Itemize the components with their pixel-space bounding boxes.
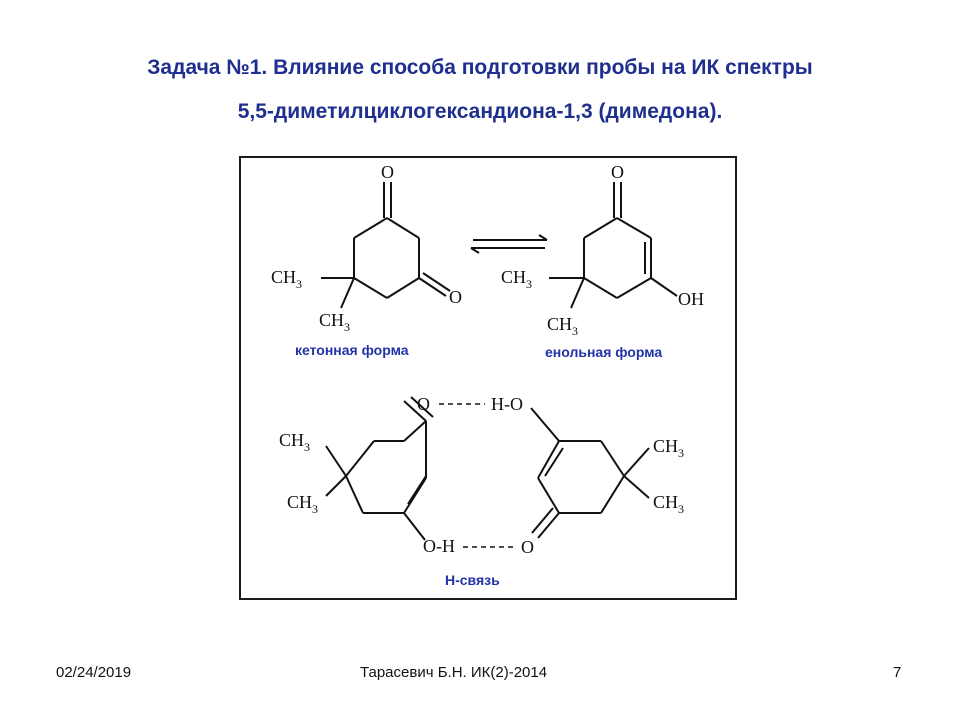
dimer-right-methyl-2-ch: CH	[653, 492, 678, 512]
dimer-left-hydroxyl: O-H	[423, 536, 455, 556]
footer-author: Тарасевич Б.Н. ИК(2)-2014	[360, 664, 548, 681]
enol-form-molecule: O OH CH3 CH3	[501, 162, 704, 338]
dimer-left-ring-2	[403, 420, 427, 442]
dimer-left-ring-4	[345, 475, 364, 514]
keto-ring-bond-1	[386, 217, 420, 239]
dimer-right-carbonyl-2	[531, 507, 554, 534]
hbond-caption: Н-связь	[445, 572, 500, 588]
dimer-left-carbonyl-1	[403, 400, 427, 422]
keto-methyl-1-ch: CH	[271, 267, 296, 287]
dimer-right-ring-3	[600, 475, 625, 514]
dimer-right-molecule: H-O O CH3 CH3	[491, 394, 684, 557]
dimer-right-methyl-2: CH3	[653, 492, 684, 516]
dimer-right-methyl-1-sub: 3	[678, 446, 684, 460]
enol-methyl-2-sub: 3	[572, 324, 578, 338]
keto-carbonyl-bond-right-2	[422, 272, 451, 292]
enol-ring-bond-1	[616, 217, 652, 239]
structure-diagram: O O CH3 CH3 кетонная форма	[271, 162, 704, 588]
dimer-left-oh-bond	[403, 512, 426, 541]
keto-methyl-1-sub: 3	[296, 277, 302, 291]
dimer-right-double-bond	[544, 447, 564, 477]
keto-form-caption: кетонная форма	[295, 342, 409, 358]
keto-methyl-label-2: CH3	[319, 310, 350, 334]
keto-ring-bond-3	[386, 277, 420, 299]
enol-ring-bond-4	[583, 277, 618, 299]
dimer-left-methyl-1-ch: CH	[279, 430, 304, 450]
keto-methyl-bond-2	[340, 277, 355, 309]
slide-title-line-2: 5,5-диметилциклогександиона-1,3 (димедон…	[237, 100, 723, 123]
keto-methyl-2-ch: CH	[319, 310, 344, 330]
dimer-left-methyl-bond-2	[325, 475, 347, 497]
slide-title-line-1: Задача №1. Влияние способа подготовки пр…	[147, 56, 813, 79]
dimer-left-double-bond	[407, 475, 427, 505]
dimer-right-methyl-1: CH3	[653, 436, 684, 460]
keto-ring-bond-6	[353, 217, 388, 239]
dimer-left-methyl-bond-1	[325, 445, 347, 477]
dimer-left-methyl-1: CH3	[279, 430, 310, 454]
enol-methyl-label-1: CH3	[501, 267, 532, 291]
keto-carbonyl-bond-right-1	[418, 277, 447, 297]
dimer-left-methyl-2-ch: CH	[287, 492, 312, 512]
dimer-right-oh-bond	[530, 407, 560, 442]
keto-methyl-2-sub: 3	[344, 320, 350, 334]
dimer-right-ring-2	[600, 440, 625, 477]
enol-methyl-bond-2	[570, 277, 585, 309]
dimer-left-methyl-2: CH3	[287, 492, 318, 516]
keto-form-molecule: O O CH3 CH3	[271, 162, 462, 334]
enol-methyl-2-ch: CH	[547, 314, 572, 334]
dimer-right-carbonyl-1	[537, 512, 560, 539]
enol-methyl-label-2: CH3	[547, 314, 578, 338]
keto-ring-bond-4	[353, 277, 388, 299]
enol-ring-bond-3	[616, 277, 652, 299]
dimer-right-methyl-bond-1	[623, 447, 650, 477]
keto-methyl-label-1: CH3	[271, 267, 302, 291]
enol-ring-bond-6	[583, 217, 618, 239]
footer-date: 02/24/2019	[56, 664, 132, 681]
dimer-left-molecule: O O-H CH3 CH3	[279, 394, 455, 556]
dimer-right-methyl-bond-2	[623, 475, 650, 499]
keto-oxygen-right: O	[449, 287, 462, 307]
enol-methyl-1-ch: CH	[501, 267, 526, 287]
dimer-right-ring-5	[537, 477, 560, 514]
reverse-arrow-head	[470, 247, 480, 254]
dimer-left-carbonyl-2	[410, 396, 434, 418]
dimer-left-ring-6	[403, 477, 427, 514]
dimedone-structure-figure: O O CH3 CH3 кетонная форма	[239, 156, 737, 600]
equilibrium-arrows-icon	[470, 234, 548, 254]
dimer-left-ring-3	[345, 440, 375, 477]
dimer-right-ring-6	[537, 440, 560, 479]
dimer-left-oxygen: O	[417, 394, 430, 414]
enol-oxygen-top: O	[611, 162, 624, 182]
footer-page-number: 7	[893, 664, 902, 681]
dimer-right-methyl-1-ch: CH	[653, 436, 678, 456]
enol-hydroxyl-label: OH	[678, 289, 704, 309]
dimer-left-methyl-2-sub: 3	[312, 502, 318, 516]
forward-arrow-head	[538, 234, 548, 241]
dimer-left-methyl-1-sub: 3	[304, 440, 310, 454]
enol-methyl-1-sub: 3	[526, 277, 532, 291]
enol-form-caption: енольная форма	[545, 344, 662, 360]
enol-oh-bond	[650, 277, 678, 297]
keto-oxygen-top: O	[381, 162, 394, 182]
dimer-right-oxygen: O	[521, 537, 534, 557]
dimer-right-hydroxyl: H-O	[491, 394, 523, 414]
dimer-right-methyl-2-sub: 3	[678, 502, 684, 516]
